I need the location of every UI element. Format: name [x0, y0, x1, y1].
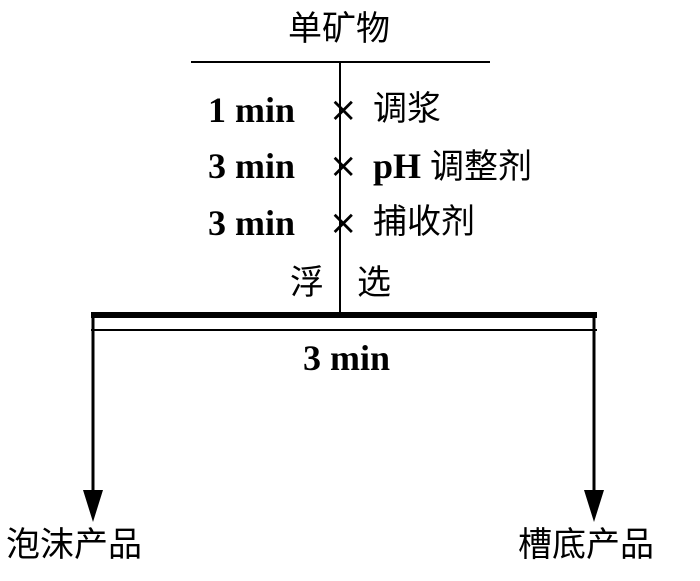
step-3-marker: × — [329, 203, 358, 243]
step-2-reagent-name: 调整剂 — [430, 147, 533, 187]
step-3-reagent: 捕收剂 — [373, 202, 475, 242]
step-2-reagent: pH 调整剂 — [373, 148, 532, 184]
input-label: 单矿物 — [288, 9, 390, 49]
step-2-marker: × — [329, 146, 358, 186]
right-arrowhead — [584, 490, 604, 522]
step-3-time: 3 min — [208, 203, 296, 243]
operation-label-right: 选 — [357, 263, 391, 303]
operation-time: 3 min — [303, 338, 391, 378]
step-1-marker: × — [329, 90, 358, 130]
tailings-product-label: 槽底产品 — [518, 525, 654, 565]
step-1-time: 1 min — [208, 90, 296, 130]
step-1-reagent: 调浆 — [373, 89, 441, 129]
step-2-reagent-prefix: pH — [373, 146, 422, 186]
froth-product-label: 泡沫产品 — [6, 525, 142, 565]
step-2-time: 3 min — [208, 146, 296, 186]
left-arrowhead — [83, 490, 103, 522]
operation-label-left: 浮 — [290, 263, 324, 303]
